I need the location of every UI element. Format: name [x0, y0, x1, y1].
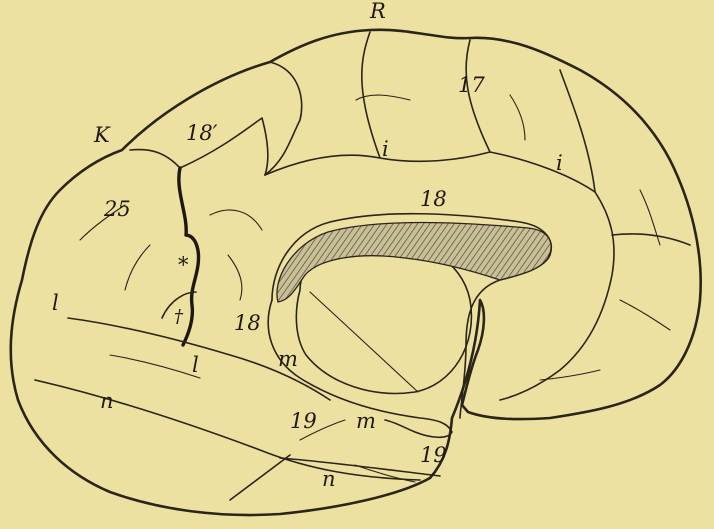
label-asterisk: *: [178, 253, 189, 277]
detail-temporal-1: [110, 355, 200, 378]
label-dagger: †: [174, 306, 184, 327]
hemisphere-outline: [11, 30, 701, 515]
label-18-prime: 18′: [186, 121, 218, 145]
upper-frontal-sulcus: [265, 62, 302, 175]
detail-frontal-2: [125, 245, 150, 290]
label-m-right: m: [356, 409, 376, 433]
detail-occipital: [620, 300, 670, 330]
collateral-sulcus: [230, 455, 290, 500]
label-18-lower: 18: [234, 311, 261, 335]
K-fissure: [130, 150, 180, 168]
label-25: 25: [103, 197, 131, 221]
label-18-center: 18: [420, 187, 447, 211]
detail-frontal-4: [228, 255, 242, 300]
label-l-left: l: [52, 291, 59, 315]
label-R: R: [369, 0, 386, 23]
callosum-hatched-region: [277, 223, 551, 303]
label-K: K: [93, 123, 111, 147]
calloso-marginal-sulcus: [265, 152, 595, 192]
detail-lingual: [540, 370, 600, 380]
label-n-left: n: [100, 389, 114, 413]
occipital-branch: [560, 70, 595, 192]
detail-precuneus: [510, 95, 525, 140]
label-m-left: m: [278, 347, 298, 371]
marginal-sulcus: [500, 192, 614, 400]
label-17: 17: [458, 73, 485, 97]
detail-cuneus: [640, 190, 660, 245]
label-l-lower: l: [192, 353, 199, 377]
label-i-upper: i: [382, 137, 389, 161]
label-19-tip: 19: [420, 443, 447, 467]
label-i-right: i: [556, 151, 563, 175]
fornix-line: [310, 292, 418, 392]
detail-frontal-3: [210, 210, 262, 230]
label-19-mid: 19: [290, 409, 317, 433]
posterior-branch: [612, 234, 690, 245]
label-n-lower: n: [322, 467, 336, 491]
